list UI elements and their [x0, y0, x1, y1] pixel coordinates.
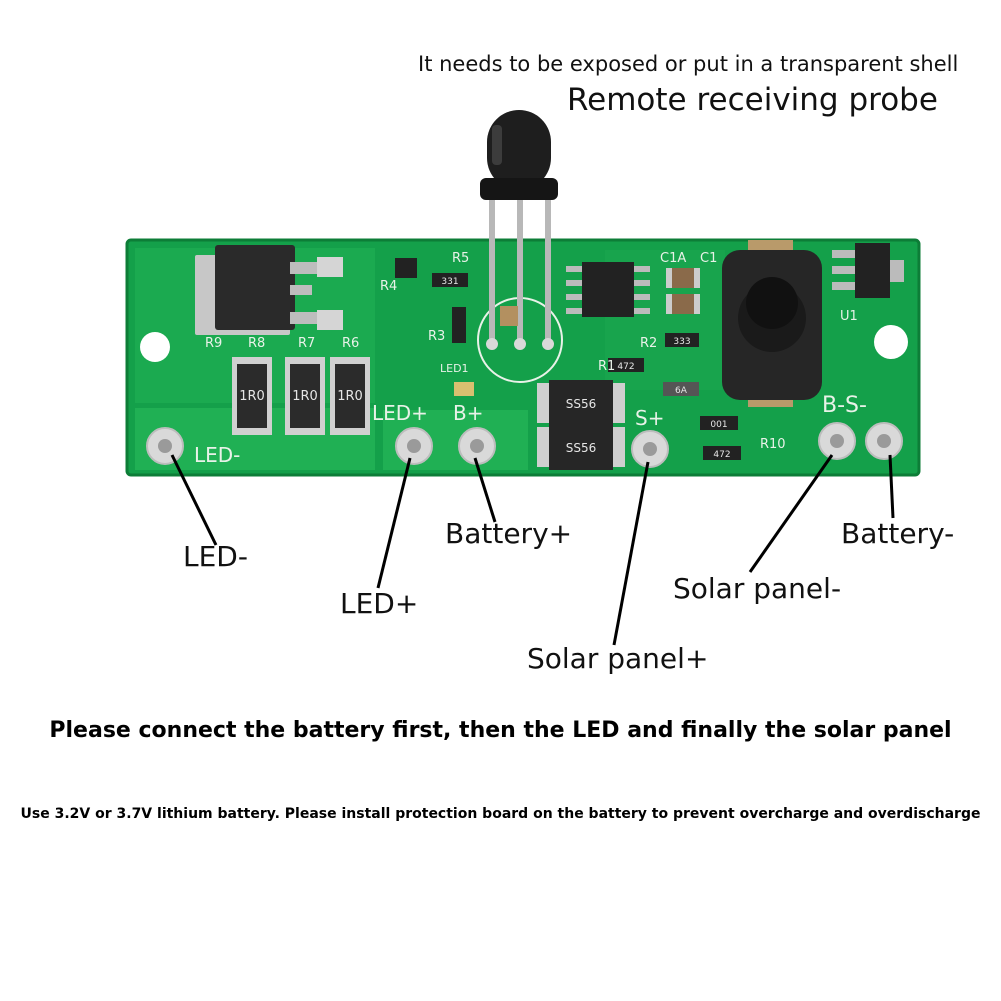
- silk-r10: R10: [760, 437, 786, 452]
- label-solar-minus: Solar panel-: [673, 572, 842, 605]
- smd-333: 333: [673, 337, 690, 347]
- label-led-plus: LED+: [340, 587, 419, 620]
- silk-r8: R8: [248, 336, 265, 351]
- silk-r3: R3: [428, 329, 445, 344]
- smd-resistors: [395, 258, 741, 460]
- connection-order-note: Please connect the battery first, then t…: [49, 718, 952, 743]
- silk-led-minus: LED-: [194, 443, 240, 467]
- silk-led1: LED1: [440, 362, 469, 375]
- silkscreen-text: R9 R8 R7 R6 R4 R5 R3 R2 R1 R10 C1 C1A U1…: [194, 251, 867, 467]
- silk-r2: R2: [640, 336, 657, 351]
- silk-b-plus: B+: [453, 401, 483, 425]
- battery-note: Use 3.2V or 3.7V lithium battery. Please…: [20, 806, 981, 822]
- mount-hole-left: [140, 332, 170, 362]
- res-1r0-c: 1R0: [337, 389, 363, 404]
- silk-c1a: C1A: [660, 251, 686, 266]
- smd-472b: 472: [713, 450, 730, 460]
- control-ic: [566, 262, 650, 317]
- u1-regulator: [832, 243, 904, 298]
- silk-r9: R9: [205, 336, 222, 351]
- sense-resistors: [232, 357, 370, 435]
- ir-receiver-probe: [480, 110, 558, 350]
- diode-b-mark: SS56: [566, 441, 597, 455]
- silk-b-s-minus: B-S-: [822, 393, 867, 418]
- silk-led-plus: LED+: [372, 401, 428, 425]
- silk-s-plus: S+: [635, 406, 664, 430]
- silk-r5: R5: [452, 251, 469, 266]
- res-1r0-b: 1R0: [292, 389, 318, 404]
- push-switch: [722, 240, 822, 407]
- silk-u1: U1: [840, 309, 858, 324]
- smd-001: 001: [710, 420, 727, 430]
- leader-lines: [170, 454, 895, 646]
- res-1r0-a: 1R0: [239, 389, 265, 404]
- silk-r1: R1: [598, 359, 615, 374]
- silk-r6: R6: [342, 336, 359, 351]
- smd-331: 331: [441, 277, 458, 287]
- label-led-minus: LED-: [183, 540, 248, 573]
- silk-r7: R7: [298, 336, 315, 351]
- label-solar-plus: Solar panel+: [527, 642, 709, 675]
- silk-r4: R4: [380, 279, 397, 294]
- capacitors: [666, 268, 700, 314]
- diode-a-mark: SS56: [566, 397, 597, 411]
- label-battery-plus: Battery+: [445, 517, 573, 550]
- exposure-note: It needs to be exposed or put in a trans…: [418, 52, 959, 76]
- label-battery-minus: Battery-: [841, 517, 955, 550]
- ss56-diodes: [537, 380, 625, 470]
- component-markings: 1R0 1R0 1R0 SS56 SS56 331 472 472 001 33…: [239, 277, 730, 460]
- mount-hole-right: [874, 325, 908, 359]
- smd-6a: 6A: [675, 386, 688, 396]
- smd-472a: 472: [617, 362, 634, 372]
- mosfet-chip: [195, 245, 343, 335]
- probe-title: Remote receiving probe: [567, 82, 938, 118]
- silk-c1: C1: [700, 251, 717, 266]
